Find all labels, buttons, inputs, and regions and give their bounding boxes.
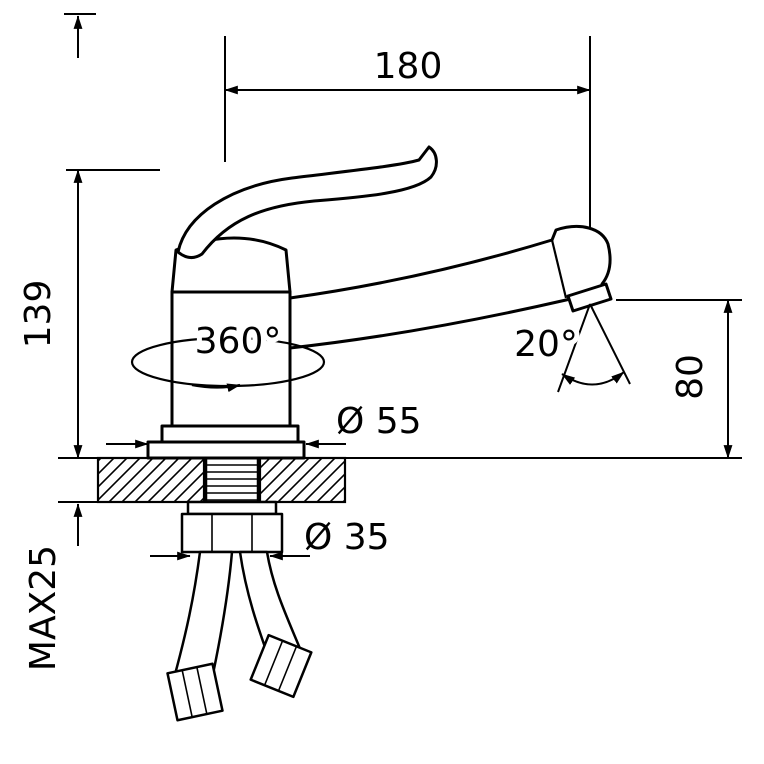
hose-end-nut-right [249,633,313,699]
dim-35-label: Ø 35 [304,517,390,558]
countertop-right-section [258,456,347,504]
supply-hoses [166,550,313,722]
lever-handle [176,145,438,259]
spray-angle-label: 20° [514,324,578,365]
dimension-lines [73,15,733,561]
spray-line-right [589,303,631,385]
washer [186,500,278,516]
dim-max25-label: MAX25 [23,545,64,671]
dim-139-label: 139 [18,280,59,349]
swivel-label: 360° [195,321,282,362]
dim-55-label: Ø 55 [336,401,422,442]
dim-80-label: 80 [670,354,711,400]
base-collar [160,424,300,444]
shank-threads [206,464,258,501]
countertop [96,456,347,504]
hose-end-nut-left [166,662,224,722]
spout-head-joint [550,239,568,299]
faucet [146,145,613,460]
spray-angle-indicator: 20° [509,303,631,393]
mounting-hardware [180,456,284,554]
swivel-arrow [191,383,241,393]
aerator [566,282,613,313]
base-flange [146,440,306,460]
dim-180-label: 180 [374,46,443,87]
swivel-indicator: 360° [130,316,326,393]
countertop-left-section [96,456,206,504]
dimension-labels: 180 139 80 Ø 55 Ø 35 MAX25 [18,46,711,671]
spray-angle-arc [561,371,625,386]
mounting-nut [180,512,284,554]
faucet-spout [288,225,612,350]
